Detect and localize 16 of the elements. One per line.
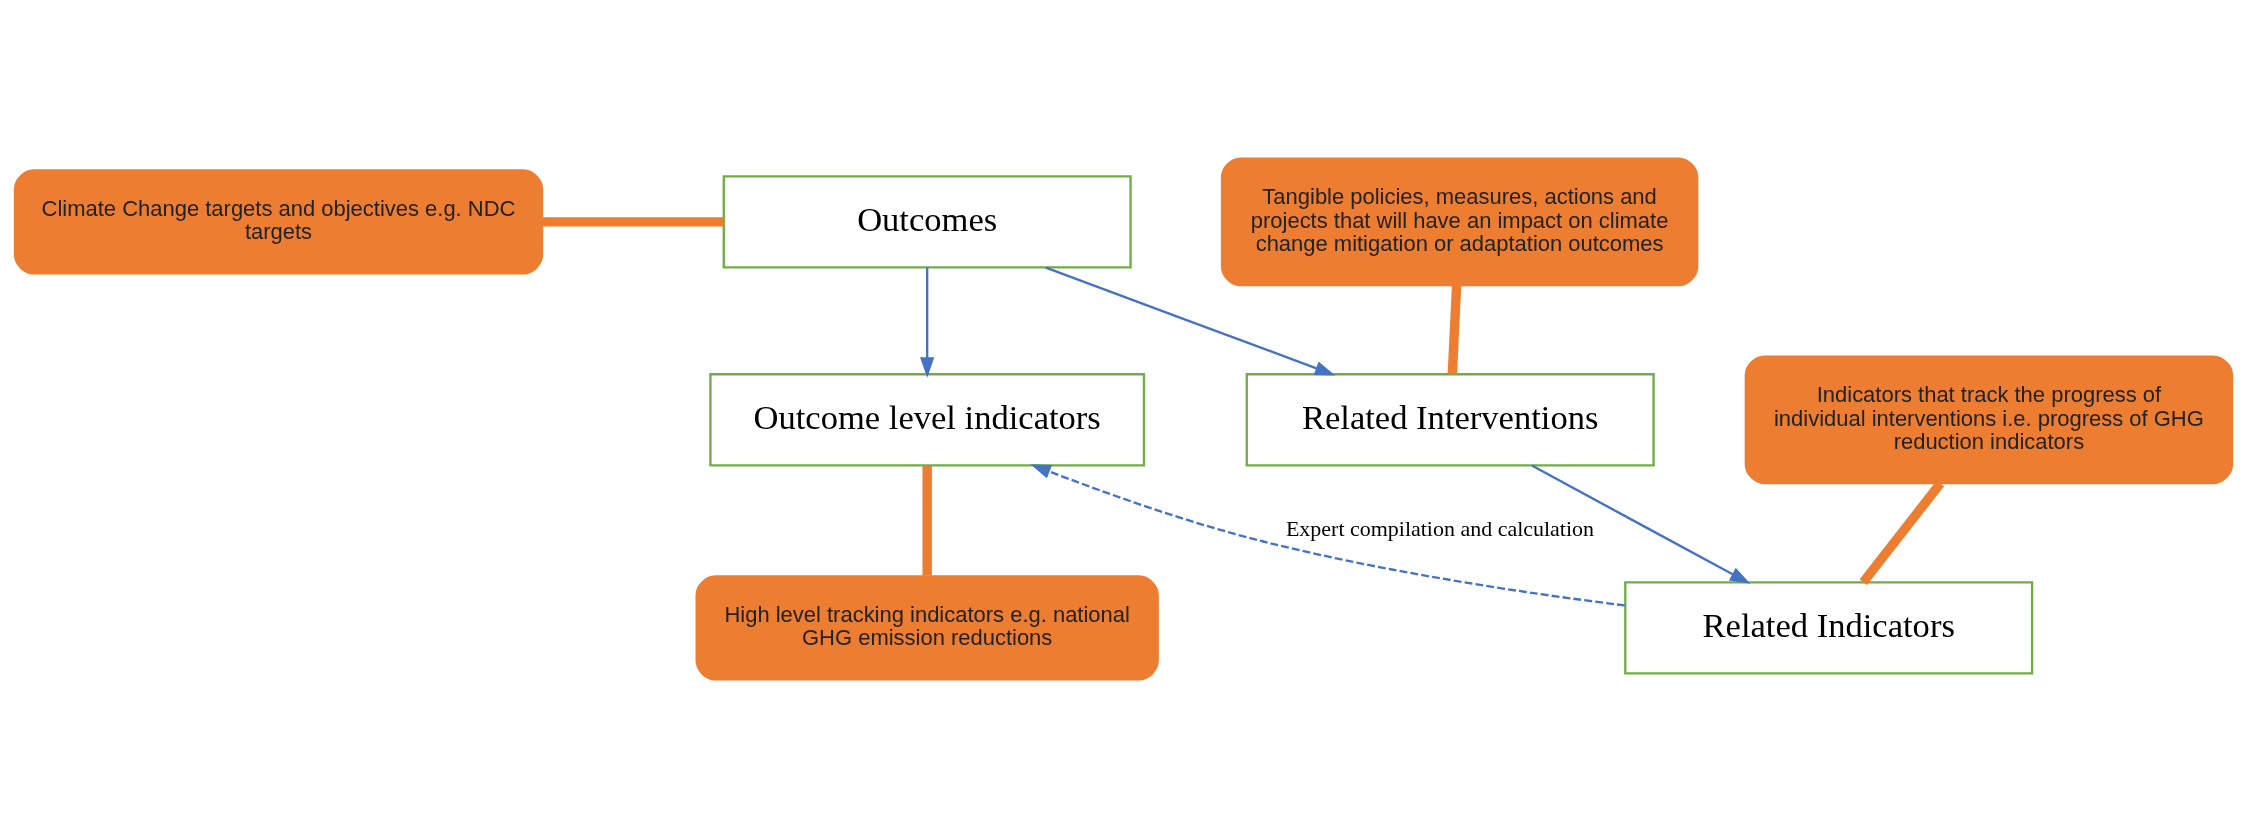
node-box: Climate Change targets and objectives e.g. NDC targets <box>13 168 544 274</box>
node-box: Tangible policies, measures, actions and projects that will have an impact on climate change mitigation or adaptation outcomes <box>1220 157 1699 286</box>
arrow <box>920 267 935 378</box>
node-box: Indicators that track the progress of individual interventions i.e. progress of GHG reduction indicators <box>1744 354 2234 484</box>
node-box: Outcomes <box>722 174 1132 269</box>
node-box: Outcome level indicators <box>709 372 1146 466</box>
connector <box>542 216 724 227</box>
connector <box>1447 284 1462 374</box>
node-box: Related Indicators <box>1624 580 2034 675</box>
arrow <box>1531 464 1751 584</box>
node-box: High level tracking indicators e.g. national GHG emission reductions <box>695 574 1159 680</box>
node-box: Related Interventions <box>1245 372 1655 466</box>
arrow <box>1045 266 1336 375</box>
connector <box>922 465 932 575</box>
edge-label: Expert compilation and calculation <box>1285 515 1595 541</box>
arrow <box>1030 463 1625 607</box>
